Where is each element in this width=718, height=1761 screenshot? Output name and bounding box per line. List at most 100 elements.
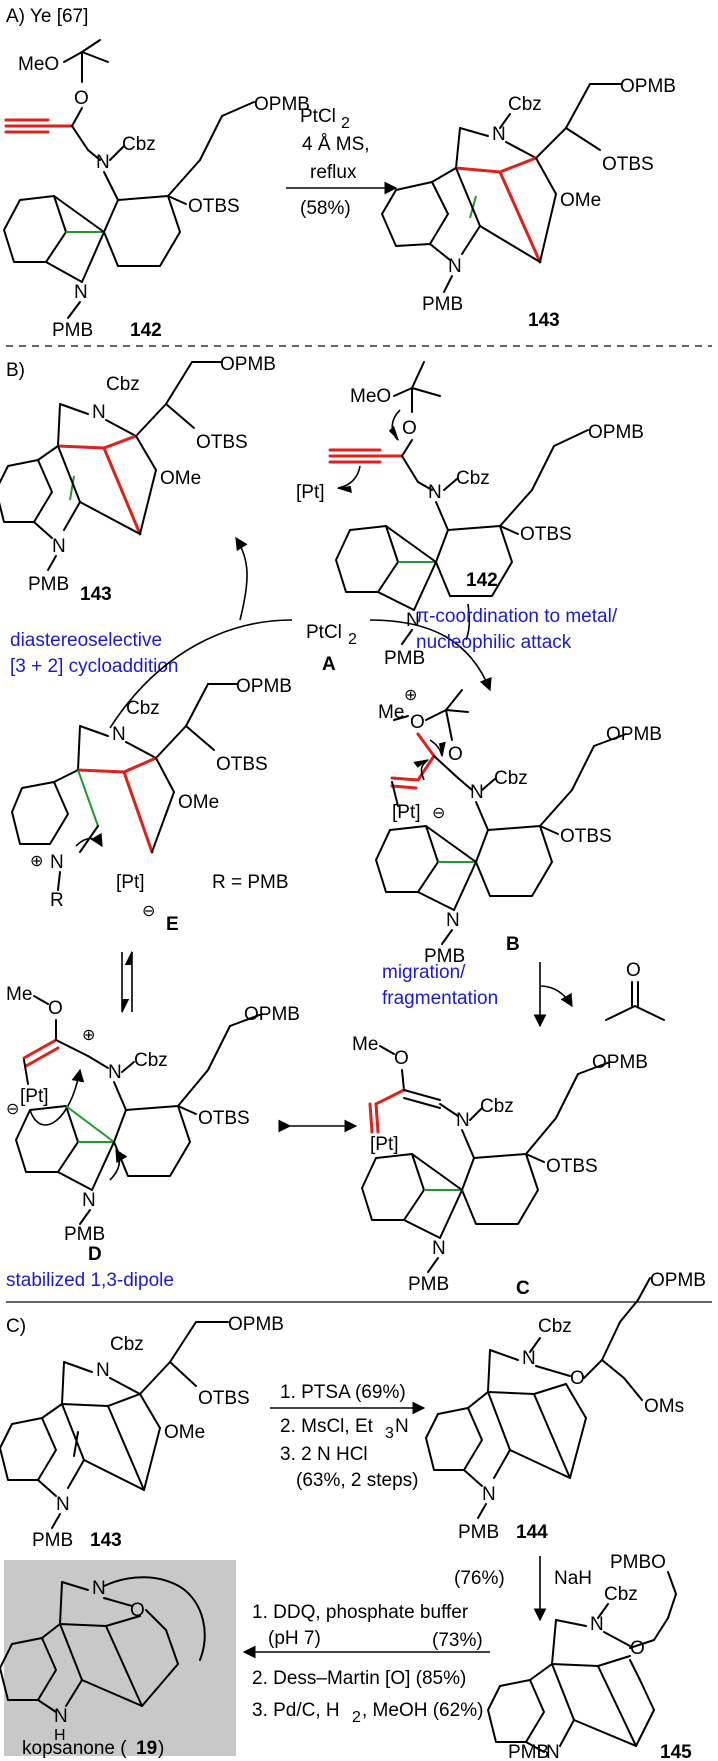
step-mscl-sub: 3	[385, 1425, 394, 1442]
section-c-header: C)	[6, 1316, 26, 1337]
n-label: N	[96, 1360, 110, 1381]
me-label: Me	[352, 1034, 378, 1055]
ketone-o: O	[130, 1600, 145, 1621]
note-cycloaddition: [3 + 2] cycloaddition	[10, 656, 178, 677]
kopsanone-close: )	[158, 1738, 164, 1759]
ome-label: OMe	[164, 1422, 205, 1443]
catalyst-sub: 2	[348, 631, 357, 648]
section-b-header: B)	[6, 360, 25, 381]
cbz-label: Cbz	[456, 468, 490, 489]
r-definition: R = PMB	[212, 872, 289, 893]
condition-ms: 4 Å MS,	[302, 134, 370, 155]
intermediate-e: Cbz N OPMB OTBS OMe N ⊕ R	[11, 676, 292, 935]
me-label: Me	[6, 984, 32, 1005]
cbz-label: Cbz	[604, 1584, 638, 1605]
section-a: A) Ye [67] MeO O N Cbz OPM	[3, 6, 676, 341]
n-label: N	[108, 1062, 122, 1083]
note-fragmentation: fragmentation	[382, 988, 498, 1009]
intermediate-label-e: E	[166, 914, 179, 935]
cbz-label: Cbz	[480, 1096, 514, 1117]
condition-ptcl2-sub: 2	[341, 115, 350, 132]
steps-143-to-144: 1. PTSA (69%) 2. MsCl, Et 3 N 3. 2 N HCl…	[270, 1382, 426, 1491]
o-label: O	[394, 1048, 409, 1069]
n-label: N	[428, 482, 442, 503]
step-mscl-n: N	[395, 1416, 409, 1437]
note-pi-coordination: π-coordination to metal/	[416, 606, 618, 627]
cbz-label: Cbz	[494, 768, 528, 789]
intermediate-c: Me O [Pt] N Cbz OPMB OTBS	[352, 1034, 648, 1299]
n-label: N	[112, 724, 126, 745]
steps-145-to-19: 1. DDQ, phosphate buffer (pH 7) (73%) 2.…	[242, 1602, 490, 1726]
step-pd-h2: 3. Pd/C, H	[252, 1700, 340, 1721]
opmb-label: OPMB	[588, 422, 644, 443]
section-b: B) Cbz N OPMB OTBS OMe	[0, 354, 665, 1299]
nah-reagent: NaH	[554, 1568, 592, 1589]
compound-number-143: 143	[80, 584, 112, 605]
o-label: O	[402, 418, 417, 439]
otbs-label: OTBS	[602, 154, 654, 175]
n-label: N	[546, 1742, 560, 1761]
catalyst-ptcl2: PtCl	[306, 622, 342, 643]
opmb-label: OPMB	[220, 354, 276, 375]
pmb-label: PMB	[64, 1224, 105, 1245]
pmb-label: PMB	[422, 294, 463, 315]
otbs-label: OTBS	[520, 524, 572, 545]
note-migration: migration/	[382, 962, 466, 983]
ketone-o: O	[570, 1368, 585, 1389]
compound-number-143: 143	[528, 310, 560, 331]
oms-label: OMs	[644, 1396, 684, 1417]
ome-label: OMe	[160, 468, 201, 489]
compound-144: Cbz N O OPMB OMs N	[425, 1270, 706, 1543]
intermediate-b: Me ⊕ O O [Pt] ⊖ N Cbz	[375, 687, 662, 967]
pt-label: [Pt]	[20, 1086, 49, 1107]
opmb-label: OPMB	[244, 1004, 300, 1025]
ether-o-label: O	[74, 88, 89, 109]
pmb-label: PMB	[52, 320, 93, 341]
opmb-label: OPMB	[606, 724, 662, 745]
opmb-label: OPMB	[620, 76, 676, 97]
compound-143-b: Cbz N OPMB OTBS OMe N PM	[0, 354, 276, 605]
pt-label: [Pt]	[116, 872, 145, 893]
pmb-label: PMB	[32, 1530, 73, 1551]
ome-label: OMe	[178, 792, 219, 813]
plus-charge: ⊕	[30, 853, 43, 870]
nah-yield: (76%)	[454, 1568, 505, 1589]
compound-143-c: Cbz N OPMB OTBS OMe N PMB	[0, 1314, 284, 1551]
step-dess-martin: 2. Dess–Martin [O] (85%)	[252, 1668, 466, 1689]
intermediate-label-d: D	[88, 1244, 102, 1265]
otbs-label: OTBS	[216, 754, 268, 775]
nh-h-label: H	[54, 1727, 66, 1744]
step-h2-sub: 2	[352, 1709, 361, 1726]
pmbo-label: PMBO	[610, 1552, 666, 1573]
n-label: N	[446, 910, 460, 931]
meo-label: MeO	[350, 386, 391, 407]
n-label: N	[470, 782, 484, 803]
cbz-label: Cbz	[508, 94, 542, 115]
step-yield: (63%, 2 steps)	[296, 1470, 419, 1491]
ketone-o: O	[630, 1638, 645, 1659]
n-label: N	[56, 1494, 70, 1515]
opmb-label: OPMB	[650, 1270, 706, 1291]
compound-143-a: Cbz N OPMB OTBS OMe N	[381, 76, 676, 331]
opmb-label: OPMB	[236, 676, 292, 697]
n-label: N	[406, 610, 420, 631]
section-c: C) Cbz N OPMB OTBS OMe N	[0, 1270, 706, 1761]
compound-number-142: 142	[130, 320, 162, 341]
opmb-label: OPMB	[228, 1314, 284, 1335]
ome-label: OMe	[560, 190, 601, 211]
pt-label: [Pt]	[296, 482, 325, 503]
condition-yield: (58%)	[300, 198, 351, 219]
pt-label: [Pt]	[392, 802, 421, 823]
note-diastereoselective: diastereoselective	[10, 630, 162, 651]
iminium-n-label: N	[50, 852, 64, 873]
pmb-label: PMB	[384, 648, 425, 669]
pt-minus: ⊖	[6, 1101, 19, 1118]
catalyst-label-a: A	[322, 654, 336, 675]
intermediate-label-c: C	[516, 1278, 530, 1299]
cbz-label: Cbz	[110, 1334, 144, 1355]
compound-number-142: 142	[466, 570, 498, 591]
cbz-label: Cbz	[122, 134, 156, 155]
meo-label: MeO	[18, 54, 59, 75]
n-label: N	[492, 124, 506, 145]
